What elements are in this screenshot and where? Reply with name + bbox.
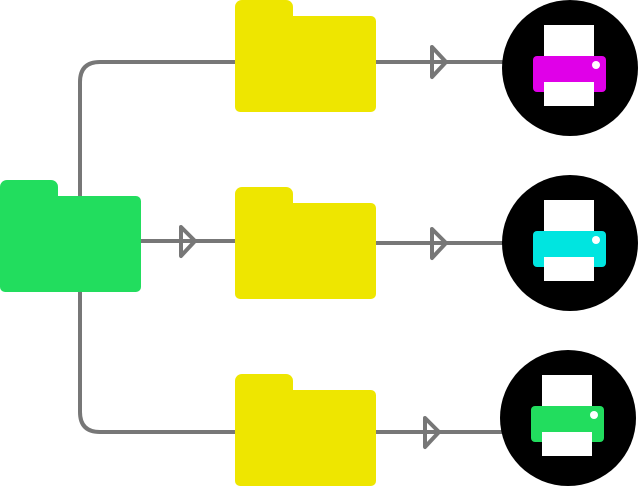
paper-top	[542, 375, 592, 409]
target-folder-1-icon[interactable]	[235, 0, 376, 112]
printer-green[interactable]	[500, 350, 636, 486]
paper-output	[542, 432, 592, 456]
printer-light	[592, 61, 600, 69]
target-folder-2-icon[interactable]	[235, 187, 376, 299]
connector-bottom	[78, 288, 238, 434]
printer-cyan[interactable]	[502, 175, 638, 311]
printer-magenta[interactable]	[502, 0, 638, 136]
paper-top	[544, 200, 594, 234]
connectors	[78, 45, 504, 449]
printer-light	[592, 236, 600, 244]
paper-output	[544, 82, 594, 106]
arrow-printer-1-icon	[430, 45, 448, 79]
arrow-printer-2-icon	[430, 227, 448, 260]
target-folder-3-icon[interactable]	[235, 374, 376, 486]
connector-top	[78, 60, 238, 200]
paper-output	[544, 257, 594, 281]
arrow-middle-icon	[179, 225, 197, 258]
source-folder-icon[interactable]	[0, 180, 141, 292]
paper-top	[544, 25, 594, 59]
arrow-printer-3-icon	[423, 416, 441, 449]
printer-light	[590, 411, 598, 419]
